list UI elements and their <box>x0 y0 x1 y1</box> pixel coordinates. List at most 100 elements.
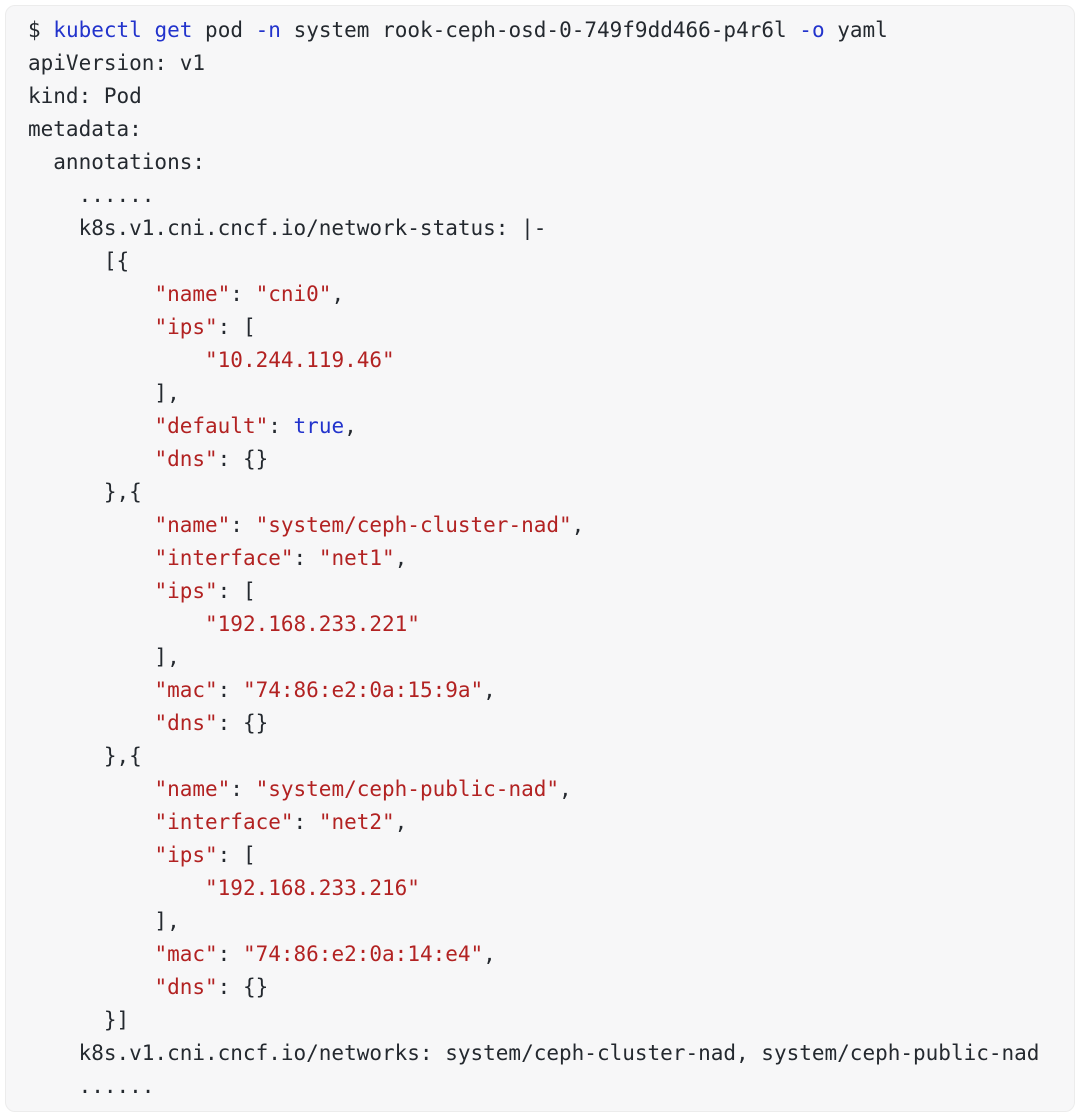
code-line: apiVersion: v1 <box>28 47 1056 80</box>
token-text: k8s.v1.cni.cncf.io/networks: system/ceph… <box>28 1041 1040 1065</box>
token-text: : <box>230 777 256 801</box>
token-text <box>28 282 154 306</box>
token-text: : {} <box>217 447 269 471</box>
token-text <box>28 678 154 702</box>
token-text: pod <box>192 18 256 42</box>
code-line: kind: Pod <box>28 80 1056 113</box>
token-text: ], <box>28 645 180 669</box>
token-text: apiVersion: v1 <box>28 51 206 75</box>
token-text: : <box>230 513 256 537</box>
code-line: ], <box>28 905 1056 938</box>
token-text: : {} <box>217 975 269 999</box>
token-text: : [ <box>217 315 256 339</box>
token-text <box>28 513 154 537</box>
token-keyword: -n <box>255 18 281 42</box>
token-text: yaml <box>824 18 888 42</box>
token-string: "dns" <box>154 711 218 735</box>
token-text: : {} <box>217 711 269 735</box>
token-string: "net2" <box>318 810 395 834</box>
token-text: , <box>483 942 496 966</box>
token-text <box>28 810 154 834</box>
code-line: [{ <box>28 245 1056 278</box>
token-text <box>142 18 155 42</box>
token-text: : [ <box>217 843 256 867</box>
code-line: ...... <box>28 1070 1056 1103</box>
token-text: k8s.v1.cni.cncf.io/network-status: |- <box>28 216 547 240</box>
code-line: ...... <box>28 179 1056 212</box>
token-text: , <box>559 777 572 801</box>
token-text: metadata: <box>28 117 142 141</box>
token-string: "system/ceph-public-nad" <box>255 777 560 801</box>
token-keyword: -o <box>799 18 825 42</box>
token-text: , <box>394 810 408 834</box>
token-text: },{ <box>28 480 142 504</box>
token-text: : <box>293 810 319 834</box>
token-keyword: get <box>154 18 193 42</box>
token-text: system rook-ceph-osd-0-749f9dd466-p4r6l <box>280 18 800 42</box>
token-text: : <box>217 942 243 966</box>
token-string: "name" <box>154 282 231 306</box>
code-line: "default": true, <box>28 410 1056 443</box>
token-text: : [ <box>217 579 256 603</box>
code-line: "dns": {} <box>28 971 1056 1004</box>
token-string: "name" <box>154 777 231 801</box>
token-text: : <box>268 414 294 438</box>
code-line: "10.244.119.46" <box>28 344 1056 377</box>
token-text: : <box>230 282 256 306</box>
code-line: ], <box>28 641 1056 674</box>
token-string: "ips" <box>154 579 218 603</box>
token-string: "10.244.119.46" <box>205 348 395 372</box>
token-string: "interface" <box>154 810 294 834</box>
token-keyword: kubectl <box>53 18 142 42</box>
token-text <box>28 546 154 570</box>
token-string: "192.168.233.221" <box>205 612 420 636</box>
token-text: ...... <box>28 183 155 207</box>
token-string: "74:86:e2:0a:14:e4" <box>242 942 484 966</box>
code-line: }] <box>28 1004 1056 1037</box>
token-text: , <box>483 678 496 702</box>
token-text: : <box>293 546 319 570</box>
token-text: }] <box>28 1008 130 1032</box>
code-line: "dns": {} <box>28 707 1056 740</box>
code-line: "dns": {} <box>28 443 1056 476</box>
token-string: "name" <box>154 513 231 537</box>
token-text: ], <box>28 381 180 405</box>
token-string: "ips" <box>154 843 218 867</box>
token-text <box>28 777 154 801</box>
token-text <box>28 942 154 966</box>
token-text <box>28 612 205 636</box>
code-line: "192.168.233.221" <box>28 608 1056 641</box>
token-text: , <box>571 513 585 537</box>
token-text <box>28 843 154 867</box>
token-text <box>28 579 154 603</box>
token-string: "ips" <box>154 315 218 339</box>
code-line: metadata: <box>28 113 1056 146</box>
token-text <box>28 975 154 999</box>
code-line: "192.168.233.216" <box>28 872 1056 905</box>
code-line: k8s.v1.cni.cncf.io/networks: system/ceph… <box>28 1037 1056 1070</box>
token-text <box>28 414 154 438</box>
token-text: , <box>344 414 357 438</box>
token-text: [{ <box>28 249 130 273</box>
code-line: ], <box>28 377 1056 410</box>
token-text: : <box>217 678 243 702</box>
token-string: "192.168.233.216" <box>205 876 420 900</box>
code-line: },{ <box>28 476 1056 509</box>
code-line: annotations: <box>28 146 1056 179</box>
token-text <box>28 447 154 471</box>
code-line: "mac": "74:86:e2:0a:14:e4", <box>28 938 1056 971</box>
code-line: },{ <box>28 740 1056 773</box>
token-text <box>28 315 154 339</box>
code-block: $ kubectl get pod -n system rook-ceph-os… <box>5 5 1075 1112</box>
code-line: "ips": [ <box>28 311 1056 344</box>
token-text: ], <box>28 909 180 933</box>
code-line: $ kubectl get pod -n system rook-ceph-os… <box>28 14 1056 47</box>
code-line: "mac": "74:86:e2:0a:15:9a", <box>28 674 1056 707</box>
token-text: , <box>394 546 408 570</box>
token-string: "74:86:e2:0a:15:9a" <box>242 678 484 702</box>
token-text: $ <box>28 18 54 42</box>
token-string: "dns" <box>154 447 218 471</box>
token-text: , <box>331 282 345 306</box>
code-line: "interface": "net1", <box>28 542 1056 575</box>
